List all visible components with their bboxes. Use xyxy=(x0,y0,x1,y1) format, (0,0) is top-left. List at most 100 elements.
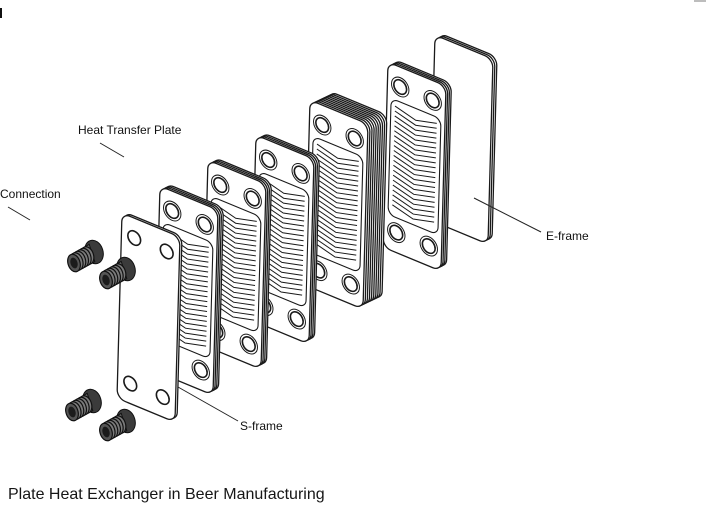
fitting-bore xyxy=(102,426,110,438)
corrugation-ridge xyxy=(317,154,359,177)
corrugation-ridge xyxy=(314,233,356,256)
corrugation-ridge xyxy=(316,159,358,182)
port-hole-4 xyxy=(156,388,169,407)
corrugation-ridge xyxy=(317,144,359,167)
port-hole-1 xyxy=(316,116,329,135)
corrugation-ridge xyxy=(393,190,435,213)
corrugation-ridge xyxy=(315,223,357,246)
plate-face xyxy=(117,213,180,422)
port-hole-3 xyxy=(390,223,403,242)
fitting-bore xyxy=(70,257,78,269)
corrugation-ridge xyxy=(394,136,436,159)
corrugation-ridge xyxy=(316,179,358,202)
port-hole-2 xyxy=(294,164,307,183)
leader-line-heat-transfer-plate xyxy=(99,142,125,158)
corrugation-ridge xyxy=(315,218,357,241)
corrugation-ridge xyxy=(316,193,358,216)
corrugation-lines xyxy=(392,106,437,228)
corrugation-ridge xyxy=(392,195,434,218)
label-s-frame: S-frame xyxy=(240,419,283,433)
leader-lines xyxy=(7,142,542,422)
port-hole-2 xyxy=(246,189,259,208)
corrugation-ridge xyxy=(315,228,357,251)
corrugation-ridge xyxy=(395,116,437,139)
port-hole-2 xyxy=(426,91,439,110)
port-hole-1 xyxy=(128,229,141,248)
port-gasket-ring xyxy=(292,161,310,187)
plate-outline xyxy=(117,213,180,422)
port-hole-2 xyxy=(160,242,173,261)
corrugation-ridge xyxy=(394,121,436,144)
port-hole-2 xyxy=(198,215,211,234)
corrugation-ridge xyxy=(315,203,357,226)
fitting-bore xyxy=(68,406,76,418)
corrugation-ridge xyxy=(393,185,435,208)
corrugation-ridge xyxy=(315,198,357,221)
port-gasket-ring xyxy=(196,212,214,238)
gasket-outline xyxy=(388,98,441,235)
port-gasket-ring xyxy=(259,147,277,173)
port-hole-3 xyxy=(124,374,137,393)
port-gasket-ring xyxy=(387,220,405,246)
corrugation-ridge xyxy=(316,164,358,187)
corrugation-ridge xyxy=(394,126,436,149)
corrugation-ridge xyxy=(316,169,358,192)
figure-caption: Plate Heat Exchanger in Beer Manufacturi… xyxy=(8,486,325,503)
corrugation-ridge xyxy=(393,165,435,188)
port-hole-4 xyxy=(290,310,303,329)
port-gasket-ring xyxy=(244,186,262,212)
port-hole-4 xyxy=(422,237,435,256)
label-heat-transfer-plate: Heat Transfer Plate xyxy=(78,123,182,137)
port-hole-1 xyxy=(262,151,275,170)
port-hole-4 xyxy=(194,361,207,380)
port-gasket-ring xyxy=(240,331,258,357)
corrugation-ridge xyxy=(316,189,358,212)
corrugation-ridge xyxy=(314,243,356,266)
port-hole-1 xyxy=(214,176,227,195)
port-gasket-ring xyxy=(346,126,364,152)
connection-fitting-1 xyxy=(67,239,104,273)
port-gasket-ring xyxy=(342,271,360,297)
port-gasket-ring xyxy=(288,306,306,332)
port-hole-4 xyxy=(344,275,357,294)
port-gasket-ring xyxy=(163,198,181,224)
corrugation-ridge xyxy=(393,180,435,203)
connection-fitting-4 xyxy=(99,408,136,442)
corrugation-ridge xyxy=(394,151,436,174)
corrugation-ridge xyxy=(393,170,435,193)
connection-fittings xyxy=(65,239,136,442)
corrugation-ridge xyxy=(394,155,436,178)
corrugation-ridge xyxy=(392,200,434,223)
plate-face xyxy=(305,100,368,309)
port-gasket-ring xyxy=(192,357,210,383)
port-hole-1 xyxy=(166,202,179,221)
corrugation-lines xyxy=(314,144,359,266)
plate-s-frame xyxy=(117,212,182,422)
heat-transfer-plate-5 xyxy=(383,59,451,271)
corrugation-ridge xyxy=(394,146,436,169)
corrugation-ridge xyxy=(316,174,358,197)
corrugation-ridge xyxy=(315,208,357,231)
label-connection: Connection xyxy=(0,187,61,201)
corrugation-ridge xyxy=(394,131,436,154)
corrugation-ridge xyxy=(317,149,359,172)
leader-line-e-frame xyxy=(473,197,542,233)
port-gasket-ring xyxy=(420,233,438,259)
connection-fitting-2 xyxy=(99,256,136,290)
connection-fitting-3 xyxy=(65,388,102,422)
port-hole-4 xyxy=(242,335,255,354)
fitting-bore xyxy=(102,274,110,286)
corrugation-ridge xyxy=(215,204,257,227)
corrugation-ridge xyxy=(395,106,437,129)
corrugation-ridge xyxy=(392,205,434,228)
leader-line-s-frame xyxy=(177,386,239,422)
corrugation-ridge xyxy=(315,213,357,236)
part-labels: Heat Transfer Plate Connection E-frame S… xyxy=(0,123,589,433)
corrugation-ridge xyxy=(394,141,436,164)
heat-transfer-plate-pack xyxy=(305,91,387,309)
port-gasket-ring xyxy=(424,88,442,114)
leader-line-connection xyxy=(7,206,31,221)
port-hole-1 xyxy=(394,78,407,97)
